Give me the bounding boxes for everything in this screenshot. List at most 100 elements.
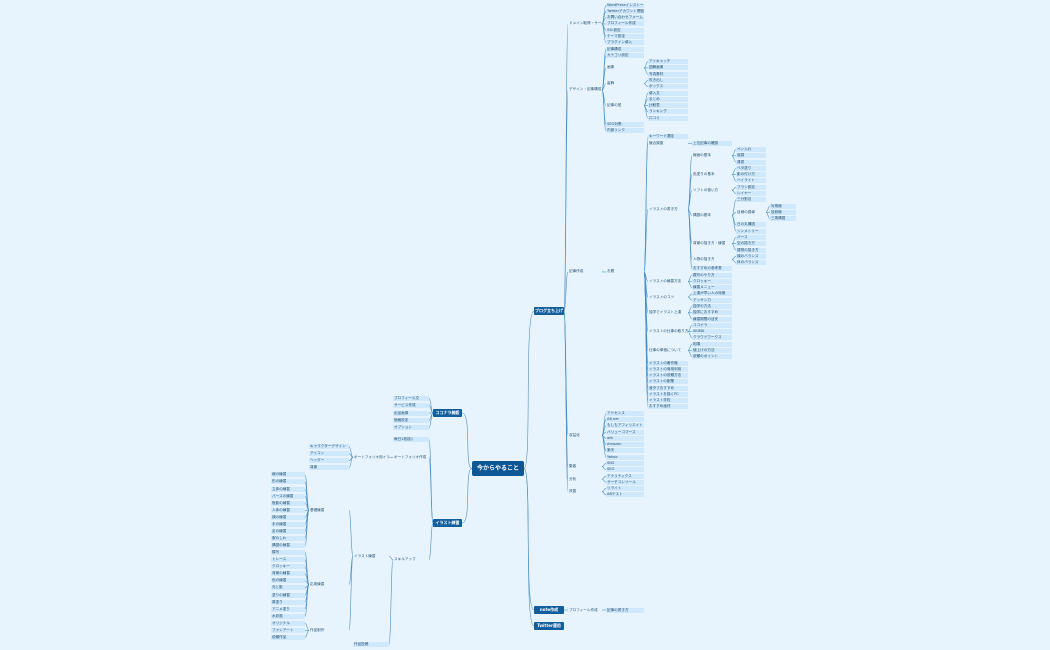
leaf-node[interactable]: おすすめ画材 <box>648 404 688 410</box>
leaf-node[interactable]: レイヤー <box>736 190 766 196</box>
leaf-node[interactable]: 厚塗り <box>271 599 305 605</box>
topic-node[interactable]: 画像 <box>607 65 615 70</box>
topic-node[interactable]: 装飾 <box>607 81 615 86</box>
leaf-node[interactable]: 模写 <box>271 550 305 556</box>
main-branch[interactable]: イラスト練習 <box>433 519 462 527</box>
root-topic[interactable]: 今からやること <box>472 461 524 476</box>
leaf-node[interactable]: 出品画像 <box>393 410 429 416</box>
leaf-node[interactable]: ABテスト <box>606 492 644 498</box>
leaf-node[interactable]: パースの練習 <box>271 493 305 499</box>
leaf-node[interactable]: イラストの商用利用 <box>648 366 688 372</box>
leaf-node[interactable]: 内部リンク <box>606 128 644 134</box>
leaf-node[interactable]: イラストの副業 <box>648 379 688 385</box>
leaf-node[interactable]: 模写のやり方 <box>692 272 732 278</box>
leaf-node[interactable]: 三分割法 <box>736 197 766 203</box>
topic-node[interactable]: イラストの仕事の取り方 <box>649 329 688 334</box>
leaf-node[interactable]: 独学におすすめ <box>692 310 732 316</box>
leaf-node[interactable]: 依頼のポイント <box>692 354 732 360</box>
leaf-node[interactable]: 依頼作品 <box>271 634 305 640</box>
leaf-node[interactable]: クロッキー <box>692 278 732 284</box>
leaf-node[interactable]: アドセンス <box>606 410 644 416</box>
topic-node[interactable]: 線画の基本 <box>693 153 711 158</box>
topic-node[interactable]: 競合調査 <box>649 140 664 145</box>
leaf-node[interactable]: WordPressインストール <box>606 2 644 8</box>
leaf-node[interactable]: クロッキー <box>271 564 305 570</box>
leaf-node[interactable]: SKIMA <box>692 329 732 335</box>
leaf-node[interactable]: 服のしわ <box>271 535 305 541</box>
leaf-node[interactable]: 背景の練習 <box>271 571 305 577</box>
leaf-node[interactable]: 値上げの方法 <box>692 347 732 353</box>
topic-node[interactable]: 記事作成 <box>569 269 584 274</box>
leaf-node[interactable]: 水彩風 <box>271 613 305 619</box>
leaf-node[interactable]: 練習メニュー <box>692 285 732 291</box>
main-branch[interactable]: note作成 <box>534 606 564 614</box>
leaf-node[interactable]: リライト <box>606 486 644 492</box>
leaf-node[interactable]: 構図の練習 <box>271 543 305 549</box>
leaf-node[interactable]: キーワード選定 <box>648 134 688 140</box>
leaf-node[interactable]: 上位記事の確認 <box>692 140 732 146</box>
leaf-node[interactable]: 上達が早い人の特徴 <box>692 291 732 297</box>
topic-node[interactable]: 作品制作 <box>310 627 325 632</box>
leaf-node[interactable]: 清書 <box>736 159 766 165</box>
leaf-node[interactable]: 吹き出し <box>648 77 688 83</box>
leaf-node[interactable]: ファンアート <box>271 627 305 633</box>
leaf-node[interactable]: 空の描き方 <box>736 241 766 247</box>
leaf-node[interactable]: ペン入れ <box>736 147 766 153</box>
leaf-node[interactable]: もしもアフィリエイト <box>606 423 644 429</box>
leaf-node[interactable]: アイキャッチ <box>648 59 688 65</box>
leaf-node[interactable]: 手の練習 <box>271 521 305 527</box>
leaf-node[interactable]: 写真素材 <box>648 71 688 77</box>
leaf-node[interactable]: SSL設定 <box>606 27 644 33</box>
topic-node[interactable]: ポートフォリオ作成 <box>394 454 427 459</box>
leaf-node[interactable]: 三角構図 <box>770 216 796 222</box>
topic-node[interactable]: 背景の描き方・練習 <box>693 241 726 246</box>
leaf-node[interactable]: 陰影の練習 <box>271 500 305 506</box>
topic-node[interactable]: 目線の誘導 <box>737 209 755 214</box>
leaf-node[interactable]: 比較表 <box>648 103 688 109</box>
leaf-node[interactable]: ヘッダー <box>309 458 349 464</box>
leaf-node[interactable]: 相場 <box>692 341 732 347</box>
leaf-node[interactable]: クラウドワークス <box>692 335 732 341</box>
topic-node[interactable]: 改善 <box>569 489 577 494</box>
leaf-node[interactable]: オプション <box>393 425 429 431</box>
leaf-node[interactable]: プロフィール文 <box>393 395 429 401</box>
leaf-node[interactable]: 記事の書き方 <box>606 607 644 613</box>
leaf-node[interactable]: 放射線 <box>770 209 796 215</box>
leaf-node[interactable]: ランキング <box>648 109 688 115</box>
main-branch[interactable]: Twitter運用 <box>534 622 564 630</box>
topic-node[interactable]: イラスト練習 <box>354 553 376 558</box>
leaf-node[interactable]: 対角線 <box>770 203 796 209</box>
leaf-node[interactable]: ブラシ設定 <box>736 184 766 190</box>
leaf-node[interactable]: SEO <box>606 467 644 473</box>
leaf-node[interactable]: 足の練習 <box>271 528 305 534</box>
topic-node[interactable]: イラストのコツ <box>649 294 675 299</box>
leaf-node[interactable]: Amazon <box>606 442 644 448</box>
topic-node[interactable]: プロフィール作成 <box>569 607 598 612</box>
leaf-node[interactable]: まとめ <box>648 96 688 102</box>
leaf-node[interactable]: SNS <box>606 460 644 466</box>
leaf-node[interactable]: 練習期間の目安 <box>692 316 732 322</box>
leaf-node[interactable]: プラグイン導入 <box>606 40 644 46</box>
topic-node[interactable]: スキルアップ <box>394 557 416 562</box>
leaf-node[interactable]: 価格設定 <box>393 417 429 423</box>
topic-node[interactable]: 独学でイラスト上達 <box>649 310 682 315</box>
leaf-node[interactable]: Yahoo <box>606 454 644 460</box>
leaf-node[interactable]: イラスト学校 <box>648 398 688 404</box>
leaf-node[interactable]: デッサン力 <box>692 297 732 303</box>
topic-node[interactable]: 記事の型 <box>607 103 622 108</box>
topic-node[interactable]: 人物の描き方 <box>693 256 715 261</box>
leaf-node[interactable]: イラストを描くPC <box>648 391 688 397</box>
leaf-node[interactable]: アニメ塗り <box>271 606 305 612</box>
topic-node[interactable]: ポートフォリオ用イラスト <box>354 454 389 459</box>
leaf-node[interactable]: A8.net <box>606 417 644 423</box>
leaf-node[interactable]: 人体の練習 <box>271 507 305 513</box>
leaf-node[interactable]: ココナラ <box>692 322 732 328</box>
leaf-node[interactable]: 塗りの練習 <box>271 592 305 598</box>
leaf-node[interactable]: サービス作成 <box>393 403 429 409</box>
leaf-node[interactable]: afb <box>606 435 644 441</box>
topic-node[interactable]: イラストの練習方法 <box>649 278 682 283</box>
leaf-node[interactable]: 図解画像 <box>648 65 688 71</box>
leaf-node[interactable]: 液タブおすすめ <box>648 385 688 391</box>
leaf-node[interactable]: カテゴリ設定 <box>606 52 644 58</box>
leaf-node[interactable]: 背景 <box>309 465 349 471</box>
